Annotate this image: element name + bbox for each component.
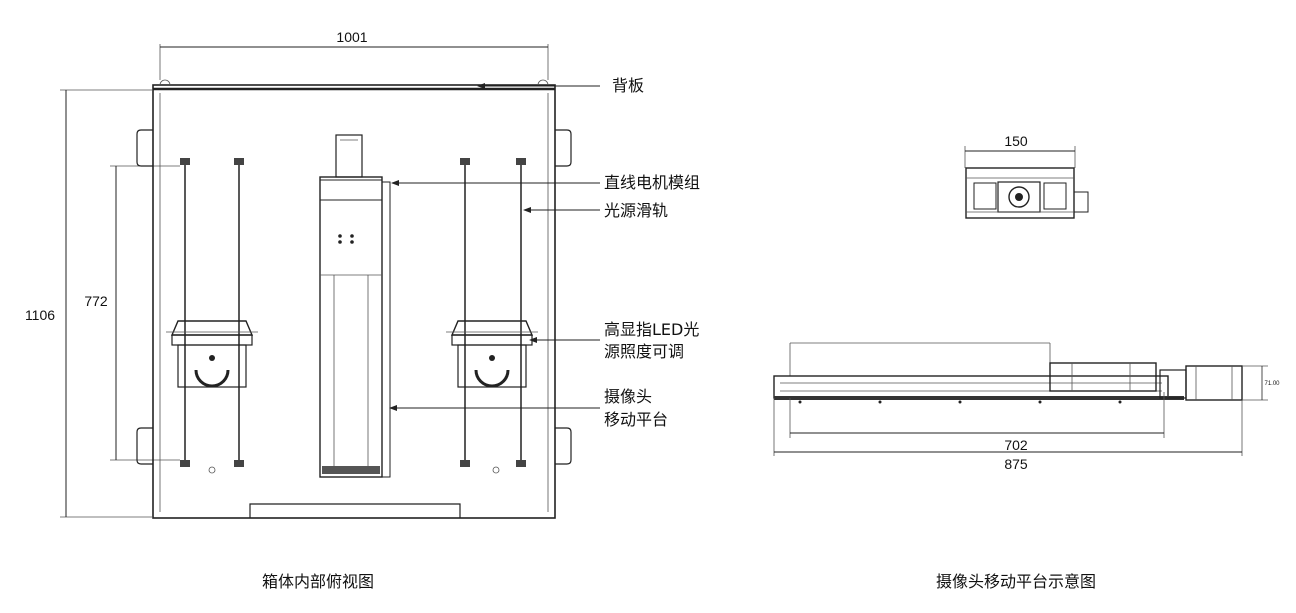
label-linear-module: 直线电机模组	[604, 173, 700, 192]
platform-side-view: 71.00 702 875 摄像头移动平台示意图	[773, 342, 1280, 591]
linear-motor-module	[319, 134, 391, 478]
dim-height-label: 1106	[25, 307, 55, 323]
label-back-panel: 背板	[612, 76, 644, 95]
label-led-line2: 源照度可调	[604, 342, 684, 361]
cabinet-outline	[136, 79, 572, 519]
dim-rail-label: 772	[84, 293, 108, 309]
platform-end-view: 150	[964, 133, 1089, 219]
dim-stroke-label: 702	[1004, 437, 1028, 453]
label-led-line1: 高显指LED光	[604, 320, 699, 339]
label-cam-line2: 移动平台	[604, 410, 668, 429]
width-dimension: 1001	[159, 29, 549, 80]
dim-total-label: 875	[1004, 456, 1028, 472]
light-rails	[180, 158, 526, 467]
height-dimension: 1106	[25, 89, 152, 518]
dim-side-label: 71.00	[1264, 381, 1280, 387]
led-light-left	[166, 320, 258, 388]
leader-lines	[389, 83, 600, 411]
dim-end-width-label: 150	[1004, 133, 1028, 149]
led-light-right	[446, 320, 538, 388]
label-light-rail: 光源滑轨	[604, 201, 668, 220]
top-view: 1001 1106 772	[25, 29, 700, 591]
dim-width-label: 1001	[336, 29, 367, 45]
top-view-caption: 箱体内部俯视图	[262, 572, 374, 591]
rail-dimension: 772	[84, 165, 180, 461]
platform-view-caption: 摄像头移动平台示意图	[936, 572, 1096, 591]
label-cam-line1: 摄像头	[604, 387, 652, 406]
